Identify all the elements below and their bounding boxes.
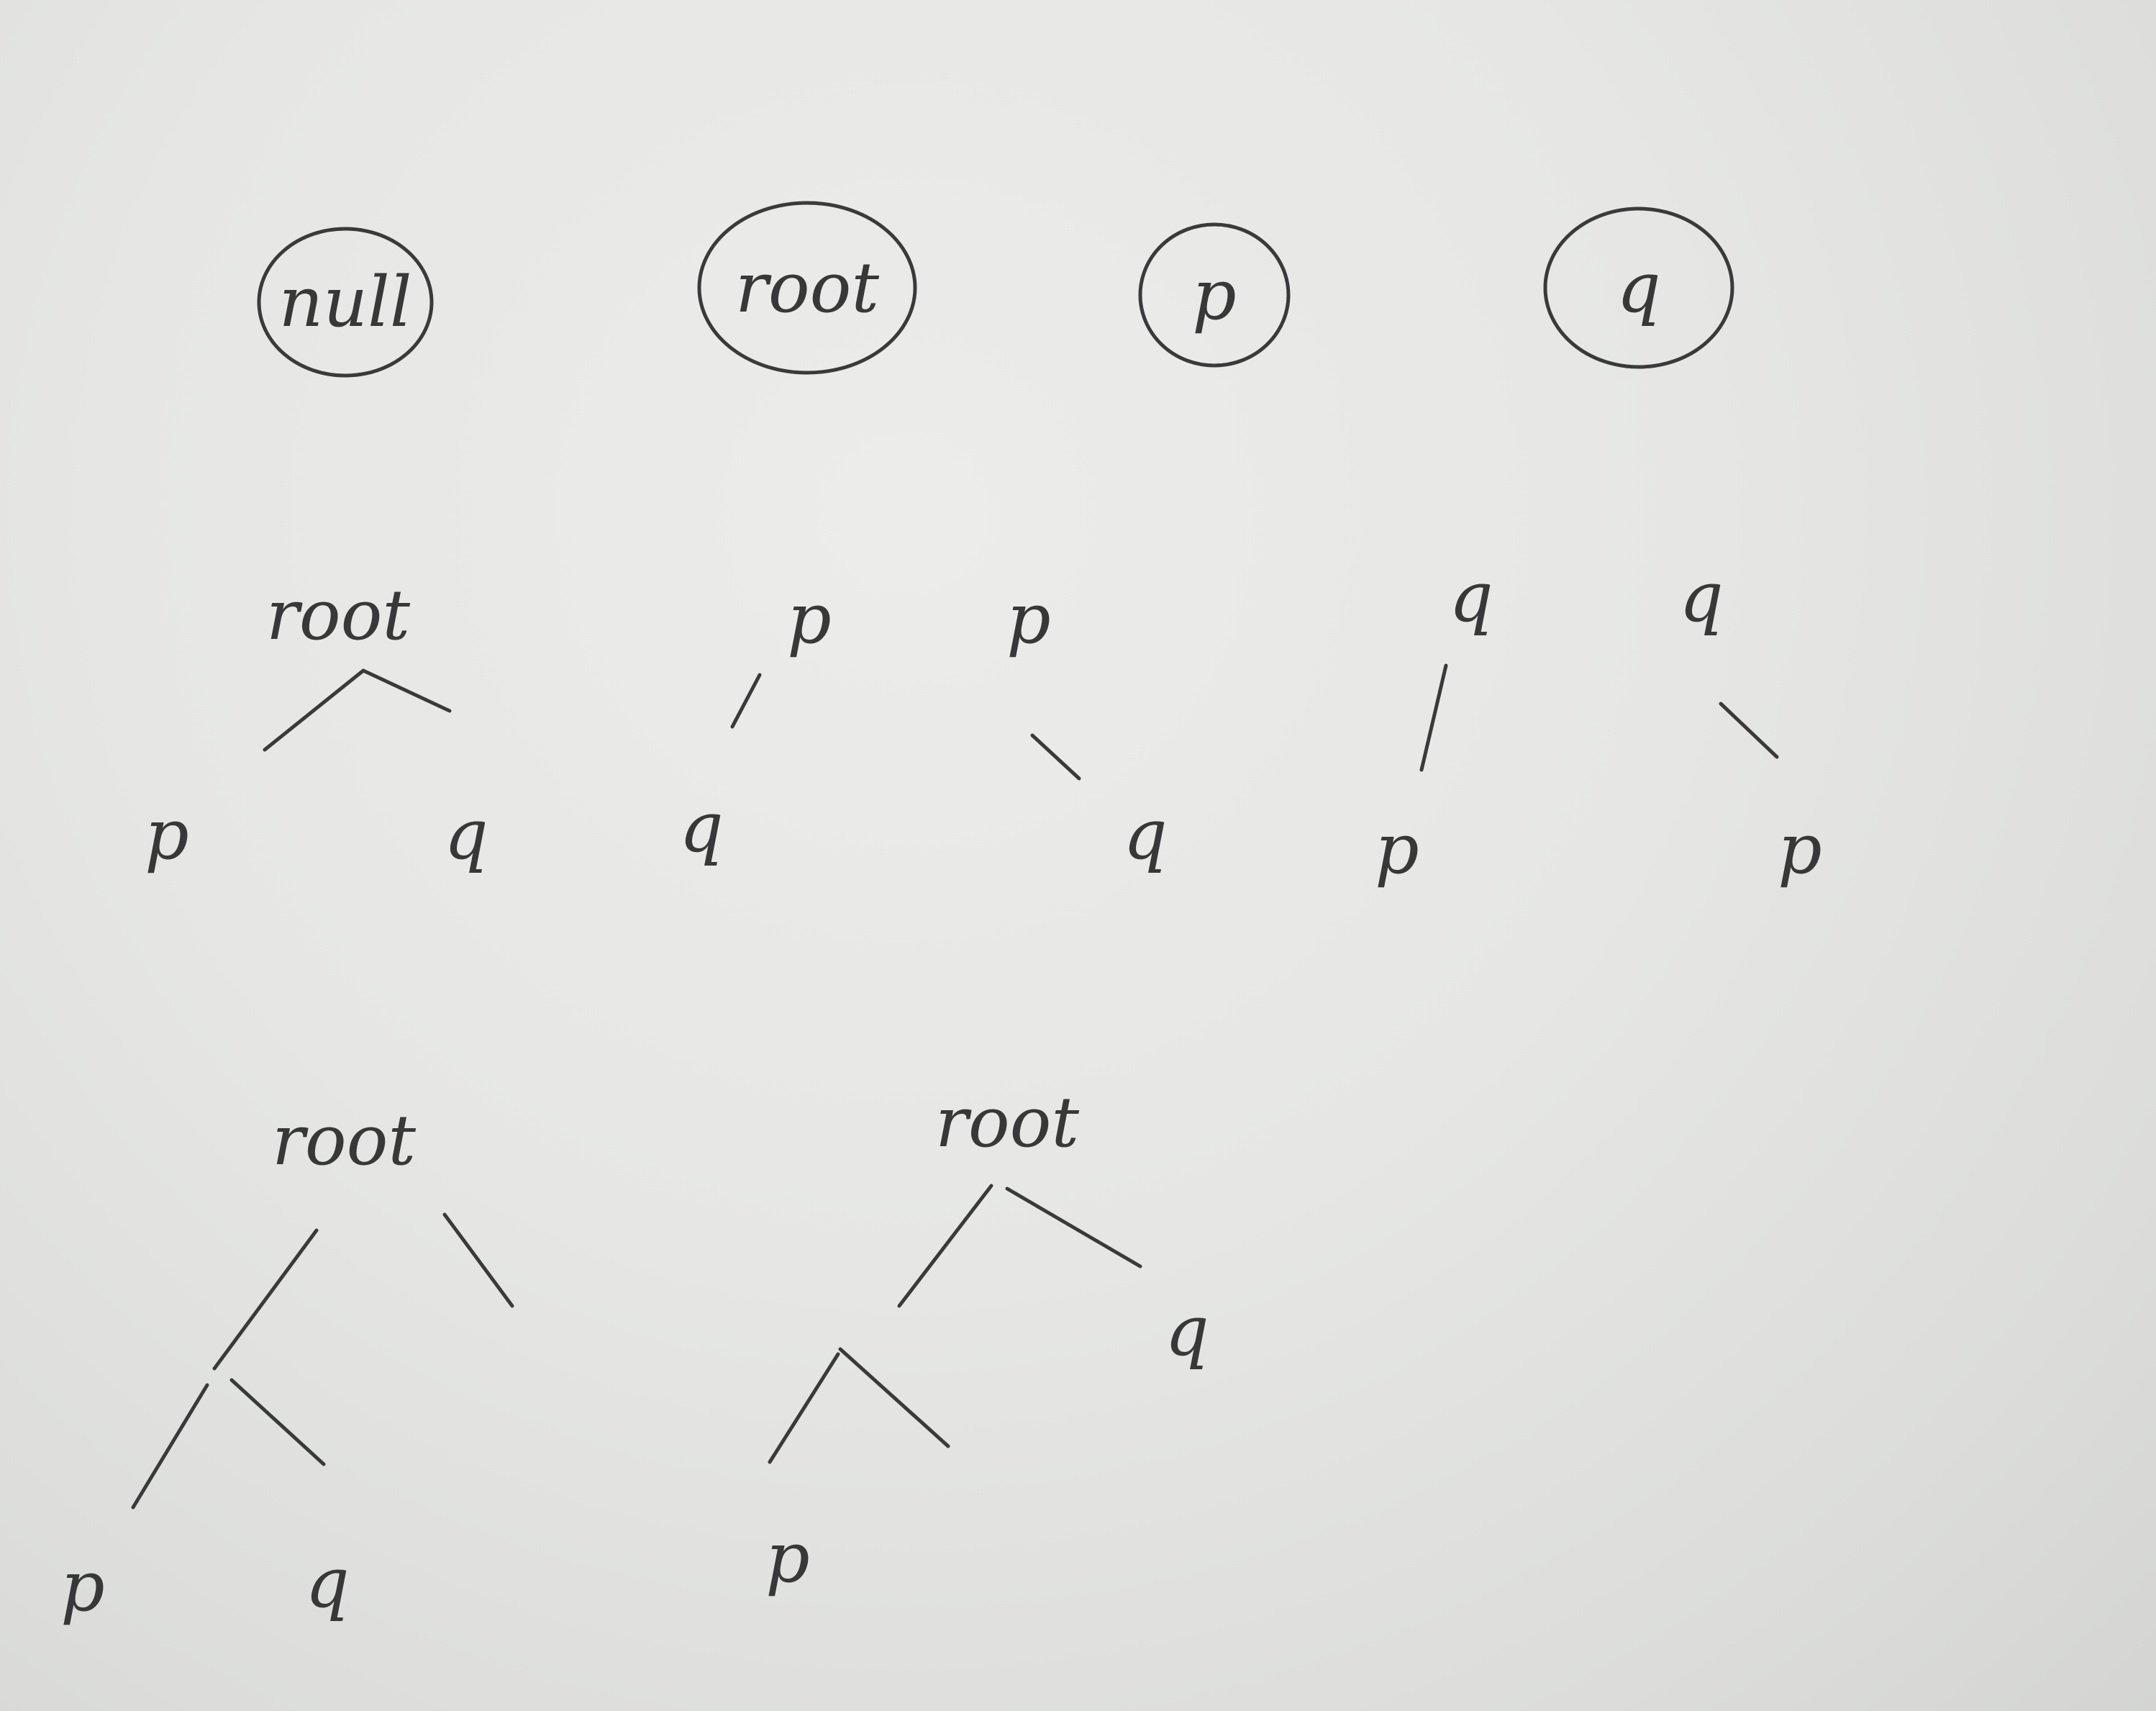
tree-edge-left [897,1184,993,1308]
tree-edge-left [131,1383,209,1510]
tree-node-left: p [1375,809,1419,889]
tree-root-left-subtree-p-q: root p q [60,1100,514,1627]
tree-node-right: q [1123,794,1167,875]
circled-node-root: root [697,201,917,375]
tree-edge-right [1719,702,1779,759]
tree-edge-left [1419,663,1448,772]
node-label: null [278,262,411,342]
tree-node-root: q [1679,557,1723,637]
tree-node-root: p [1006,578,1050,659]
tree-edge-right [229,1378,326,1466]
tree-node-left: p [60,1546,104,1627]
node-label: q [1616,248,1660,328]
tree-node-root: root [266,575,410,655]
tree-edge-right [442,1212,514,1308]
tree-node-root: p [787,578,831,659]
tree-edge-right [1005,1186,1142,1268]
tree-p-left-q: p q [679,578,831,868]
tree-q-right-p: q p [1679,557,1821,889]
tree-node-root: root [935,1082,1079,1163]
tree-node-left: q [679,787,723,868]
tree-node-right: p [1778,809,1821,889]
tree-edge-right [361,668,452,713]
tree-edge-right [1030,733,1081,781]
tree-node-right: q [1165,1291,1209,1371]
tree-edge-left [263,668,365,752]
tree-node-right: q [305,1543,349,1623]
tree-edge-left [212,1228,319,1371]
tree-node-root: q [1449,557,1493,637]
circled-node-p: p [1138,222,1291,368]
circled-node-null: null [257,227,434,378]
tree-edge-right [838,1347,950,1448]
tree-edge-left [768,1352,840,1464]
node-label: p [1192,255,1236,335]
tree-node-root: root [272,1100,416,1181]
node-label: root [735,248,879,328]
circled-node-q: q [1543,206,1734,369]
tree-q-left-p: q p [1375,557,1493,889]
tree-node-right: q [444,794,488,875]
tree-node-left: p [145,794,188,875]
tree-root-p-q: root p q [145,575,488,875]
tree-edge-left [730,673,762,729]
tree-node-left: p [765,1517,809,1598]
tree-root-left-subtree-p-right-q: root p q [765,1082,1209,1598]
tree-p-right-q: p q [1006,578,1167,875]
